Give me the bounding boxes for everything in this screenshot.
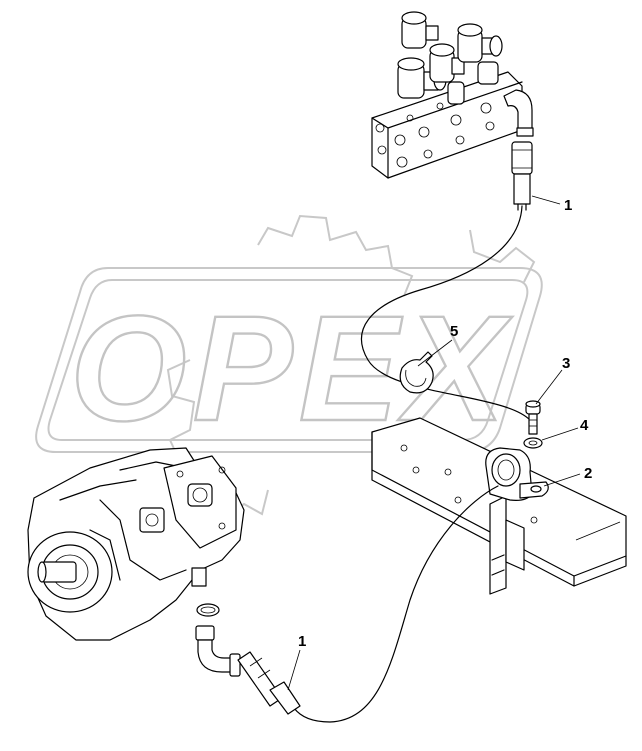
hydraulic-pump (27, 447, 245, 641)
elbow-fitting-top (503, 89, 534, 137)
callout-1-top: 1 (564, 197, 572, 214)
sensor-top (511, 141, 533, 211)
callout-4: 4 (580, 417, 589, 434)
solenoid-4 (401, 11, 499, 105)
watermark-text: OPEX (70, 284, 513, 452)
valve-block (371, 11, 534, 179)
grommet-bracket (485, 447, 549, 501)
solenoid-3 (457, 23, 503, 63)
cable-upper (360, 205, 531, 421)
callout-1-bottom: 1 (298, 633, 306, 650)
washer (523, 437, 543, 449)
elbow-fitting-bottom (195, 625, 241, 677)
callout-2: 2 (584, 465, 592, 482)
callout-5: 5 (450, 323, 458, 340)
frame-plate (371, 417, 627, 595)
cable-lower (293, 485, 499, 723)
callout-3: 3 (562, 355, 570, 372)
o-ring (196, 603, 220, 617)
solenoid-2 (429, 43, 465, 83)
bolt (525, 400, 541, 435)
cable-clamp (399, 351, 434, 394)
leader-lines (287, 195, 581, 691)
sensor-bottom (237, 651, 301, 715)
